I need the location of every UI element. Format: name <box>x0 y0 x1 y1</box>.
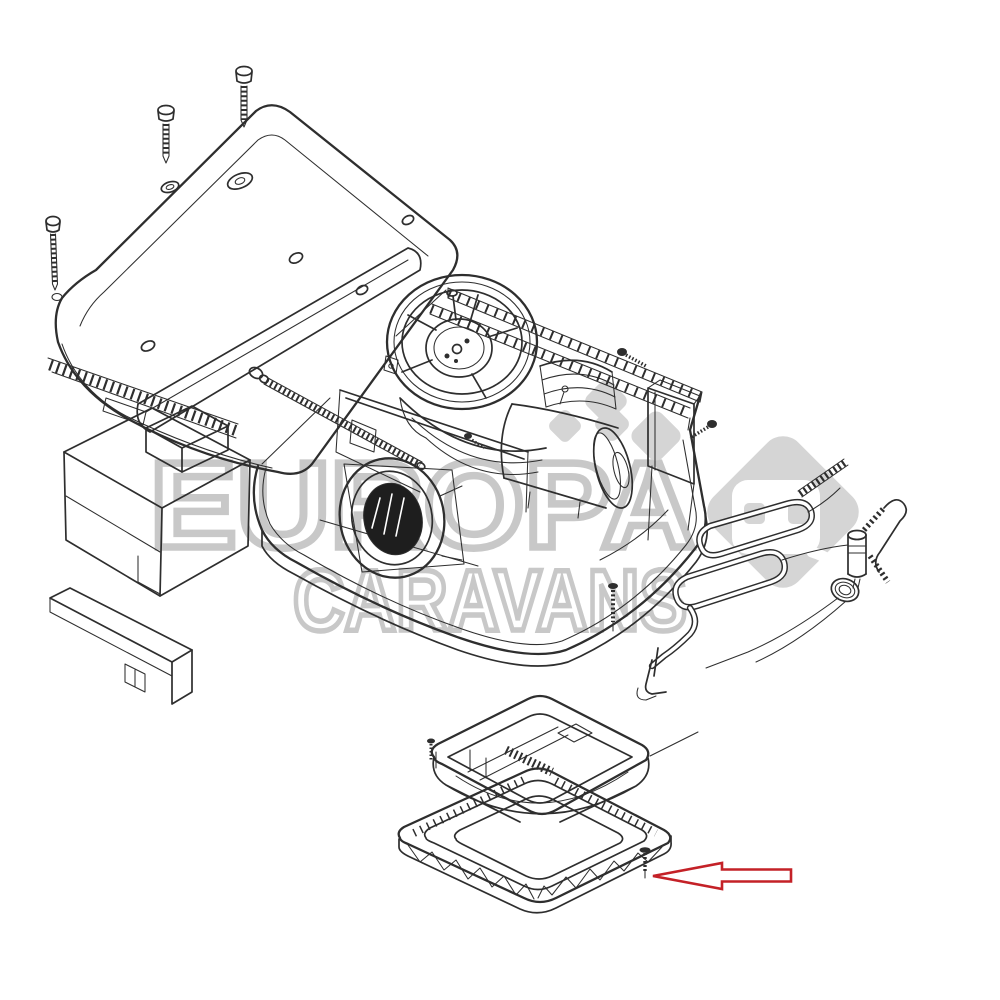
screw-icon <box>235 65 253 128</box>
condenser-fan-assembly <box>383 273 617 475</box>
outer-cover-shroud <box>54 104 459 475</box>
exploded-diagram <box>45 65 908 914</box>
mounting-panel <box>49 587 193 705</box>
watermark: EUROPA CARAVANS <box>146 380 859 652</box>
roof-gasket-frame <box>397 767 672 914</box>
cover-mounting-screws <box>45 65 253 302</box>
compressor <box>500 385 634 519</box>
watermark-line2: CARAVANS <box>293 553 687 649</box>
evaporator-housing-box <box>63 405 251 597</box>
base-pan-unit <box>252 287 717 667</box>
long-bolt <box>248 366 426 471</box>
heater-element <box>636 458 908 701</box>
pan-screws <box>464 433 618 632</box>
pointer-arrow-icon <box>652 861 793 891</box>
screw-icon <box>157 104 175 164</box>
caravan-logo-icon <box>549 380 859 644</box>
blower-housing <box>335 389 529 579</box>
gasket-screw <box>639 847 651 879</box>
watermark-line1: EUROPA <box>150 437 695 573</box>
screw-icon <box>45 215 63 302</box>
